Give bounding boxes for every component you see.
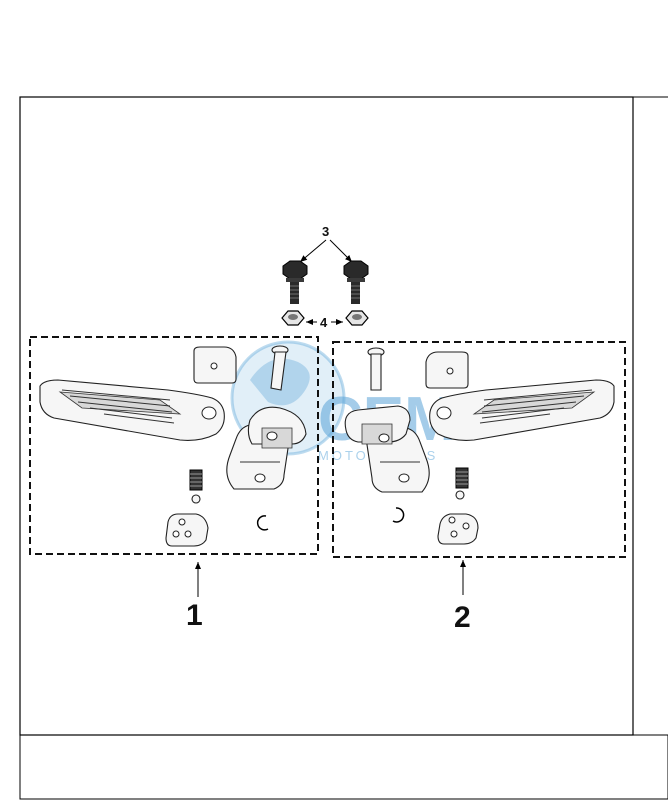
callout-label-assembly-left: 1 (186, 599, 203, 632)
assembly-box-left (29, 336, 319, 555)
bracket-right (344, 405, 430, 493)
callout-assembly-right: 2 (454, 560, 471, 634)
diagram-frame (19, 96, 668, 800)
callout-label-nut: 4 (320, 315, 328, 330)
cover-plate-right (437, 513, 479, 545)
callout-nut: 4 (306, 315, 343, 330)
assembly-box-right (332, 341, 626, 558)
footrest-left (39, 379, 225, 441)
pin-left (270, 345, 289, 391)
pin-right (367, 347, 385, 391)
clip-right (392, 507, 405, 523)
nut-left (281, 310, 305, 326)
bolt-left (282, 260, 308, 304)
bracket-left (226, 406, 307, 490)
callout-label-bolt: 3 (322, 224, 329, 239)
spring-right (455, 467, 469, 489)
nut-right (345, 310, 369, 326)
callout-bolt: 3 (299, 224, 353, 263)
bolt-right (343, 260, 369, 304)
cover-plate-left (165, 513, 209, 547)
mount-plate-right (425, 351, 469, 389)
callout-label-assembly-right: 2 (454, 601, 471, 634)
callout-assembly-left: 1 (186, 562, 203, 632)
footrest-right (429, 379, 615, 441)
ball-right (455, 490, 465, 500)
clip-left (256, 515, 269, 531)
spring-left (189, 469, 203, 491)
ball-left (191, 494, 201, 504)
mount-plate-left (193, 346, 237, 384)
